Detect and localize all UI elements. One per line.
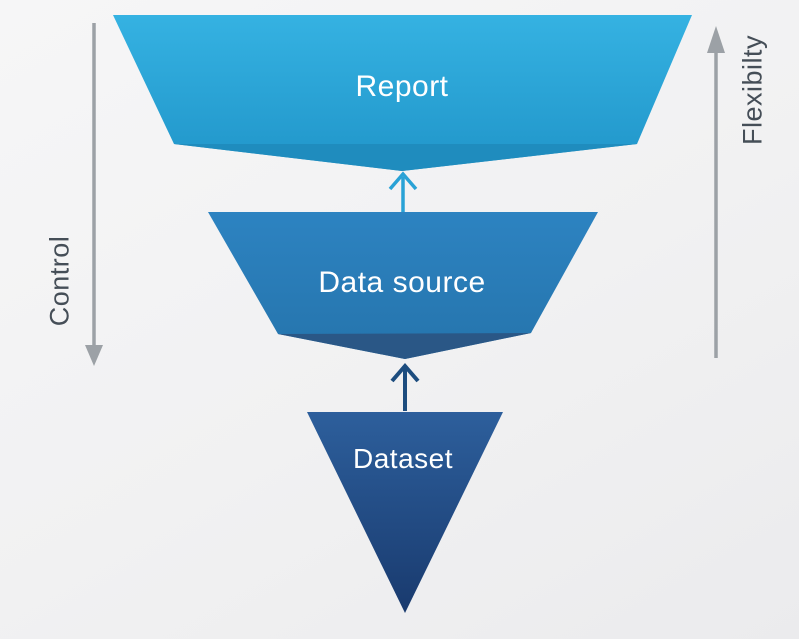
control-label: Control (44, 236, 74, 327)
report-layer-fold (174, 144, 637, 171)
datasource-label: Data source (318, 266, 485, 299)
datasource-layer-fold (278, 333, 531, 359)
dataset-layer-shape (307, 412, 503, 613)
flexibility-label: Flexibilty (737, 35, 767, 145)
dataset-layer: Dataset (307, 412, 503, 613)
control-axis: Control (44, 23, 103, 366)
datasource-layer: Data source (208, 212, 598, 359)
dataset-label: Dataset (353, 443, 453, 474)
report-label: Report (355, 70, 448, 103)
datasource-layer-shape (208, 212, 598, 359)
control-arrow-icon (85, 345, 103, 366)
report-layer: Report (113, 15, 692, 171)
dataset-to-datasource-arrow-icon (390, 362, 420, 411)
datasource-to-report-arrow-icon (388, 171, 418, 212)
flexibility-axis: Flexibilty (707, 26, 767, 358)
report-layer-shape (113, 15, 692, 171)
flexibility-arrow-icon (707, 26, 725, 53)
